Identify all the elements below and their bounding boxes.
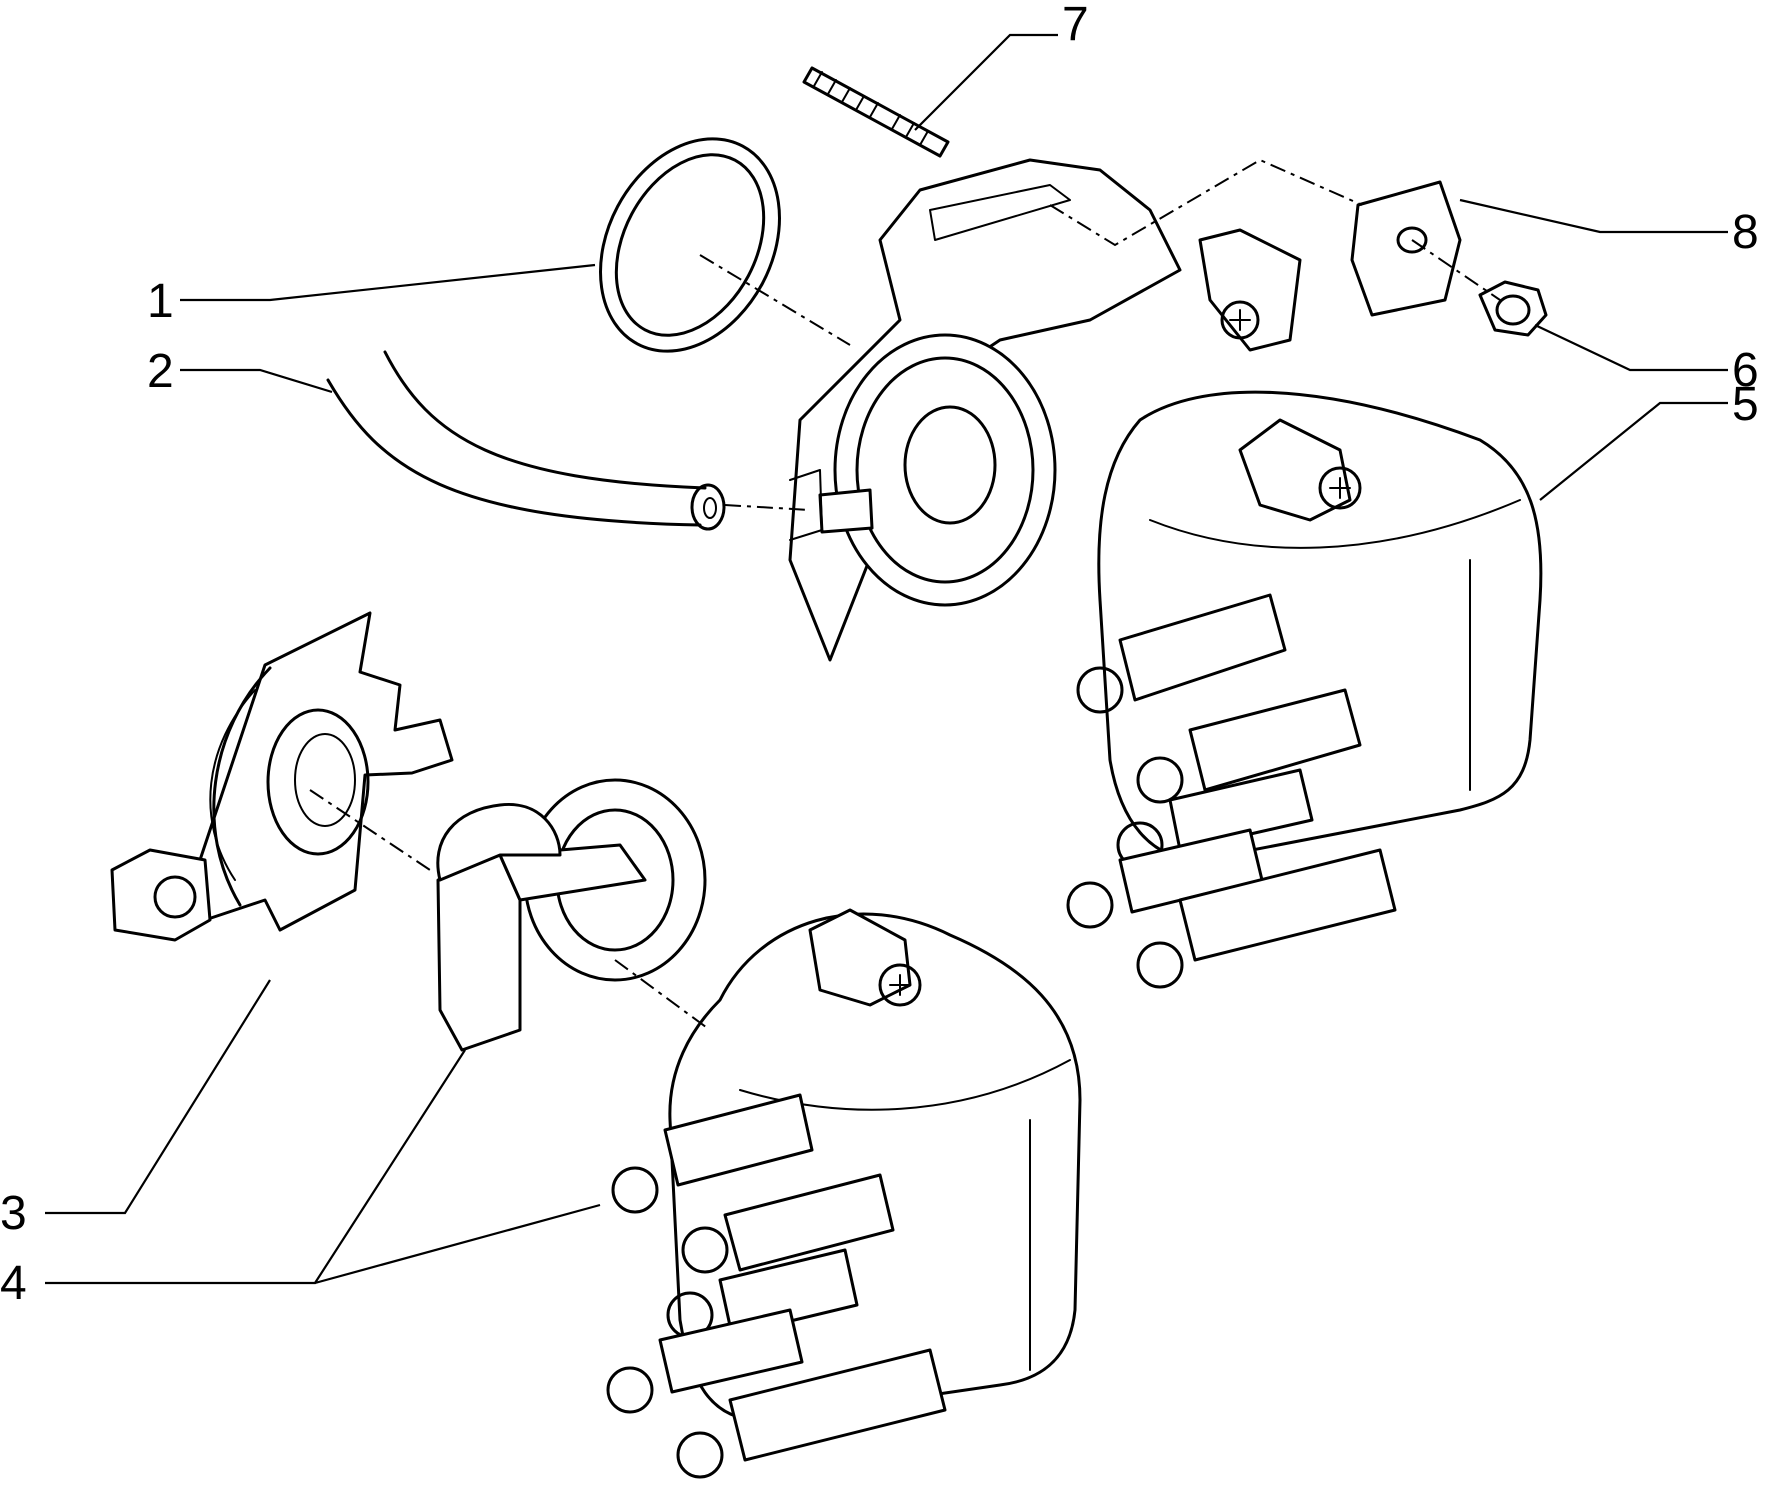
part-7-stud: [802, 66, 950, 158]
part-2-hose: [326, 350, 726, 531]
leader-lines: [45, 33, 1728, 1285]
part-4-cap: [606, 908, 1082, 1479]
callout-5: 5: [1732, 378, 1759, 431]
part-6-nut: [1478, 280, 1548, 337]
callout-6: 6: [1732, 344, 1759, 397]
callout-labels: 1 2 3 4 5 6 7 8: [0, 0, 1759, 1310]
assembly-center-lines: [309, 158, 1501, 1031]
part-4-towers: [606, 1093, 947, 1479]
callout-4: 4: [0, 1257, 27, 1310]
callout-1: 1: [147, 275, 174, 328]
callout-3: 3: [0, 1187, 27, 1240]
part-4-rotor: [436, 778, 707, 1052]
part-5-towers: [1066, 593, 1397, 989]
part-5-distributor-body: [788, 158, 1543, 989]
part-8-plate: [1350, 180, 1462, 317]
callout-2: 2: [147, 345, 174, 398]
part-1-o-ring: [599, 137, 781, 353]
callout-8: 8: [1732, 206, 1759, 259]
callout-7: 7: [1062, 0, 1089, 51]
part-3-plate: [110, 611, 454, 942]
